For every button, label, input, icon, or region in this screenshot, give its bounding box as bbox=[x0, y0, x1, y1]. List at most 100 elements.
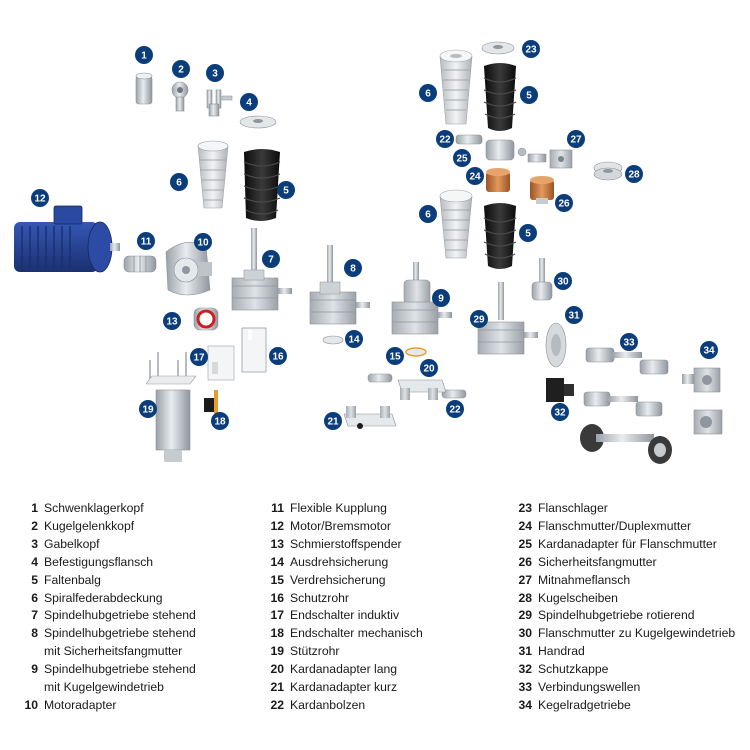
legend-number: 29 bbox=[518, 608, 532, 623]
cardan-bolt-top bbox=[455, 134, 483, 145]
callout-circle bbox=[419, 84, 437, 102]
legend-label: mit Kugelgewindetrieb bbox=[44, 680, 164, 695]
legend-label: Endschalter mechanisch bbox=[290, 626, 423, 641]
callout-badge-23: 23 bbox=[522, 40, 540, 58]
motor bbox=[14, 205, 120, 273]
legend-label: Spiralfederabdeckung bbox=[44, 590, 163, 605]
legend-label: Kardanadapter kurz bbox=[290, 680, 398, 695]
legend-label: Verdrehsicherung bbox=[290, 572, 386, 587]
callout-number: 28 bbox=[628, 170, 640, 181]
legend-number: 26 bbox=[518, 554, 532, 569]
callout-badge-30: 30 bbox=[554, 272, 572, 290]
callout-badge-29: 29 bbox=[470, 310, 488, 328]
legend-label: Handrad bbox=[538, 644, 585, 659]
legend-label: mit Sicherheitsfangmutter bbox=[44, 644, 183, 659]
callout-number: 10 bbox=[197, 238, 209, 249]
legend-label: Flanschmutter/Duplexmutter bbox=[538, 518, 692, 533]
legend-number: 30 bbox=[518, 626, 532, 641]
cardan-bolts-mid bbox=[367, 373, 467, 399]
bellows-right-top bbox=[483, 63, 517, 131]
legend-item-9-line2: mit Kugelgewindetrieb bbox=[18, 679, 258, 697]
legend-number: 19 bbox=[270, 644, 284, 659]
callout-circle bbox=[135, 46, 153, 64]
callout-circle bbox=[466, 167, 484, 185]
legend-number: 1 bbox=[31, 501, 38, 515]
legend-label: Schutzkappe bbox=[538, 662, 609, 677]
callout-circle bbox=[190, 348, 208, 366]
callout-circle bbox=[470, 310, 488, 328]
callout-number: 5 bbox=[283, 186, 289, 197]
protective-cap bbox=[546, 378, 574, 402]
callout-number: 14 bbox=[348, 335, 360, 346]
legend-label: Sicherheitsfangmutter bbox=[538, 554, 657, 569]
ball-screw-nut bbox=[531, 258, 553, 301]
callout-number: 29 bbox=[473, 315, 485, 326]
legend-label: Spindelhubgetriebe stehend bbox=[44, 626, 196, 641]
spiral-cover-right-bottom bbox=[439, 189, 473, 259]
callout-badge-5: 5 bbox=[277, 181, 295, 199]
callout-circle bbox=[551, 403, 569, 421]
legend-label: Flanschmutter zu Kugelgewindetrieb bbox=[538, 626, 736, 641]
callout-circle bbox=[554, 272, 572, 290]
callout-circle bbox=[620, 333, 638, 351]
callout-circle bbox=[324, 412, 342, 430]
connecting-shaft-3 bbox=[580, 424, 672, 464]
callout-badge-8: 8 bbox=[344, 259, 362, 277]
callout-circle bbox=[453, 149, 471, 167]
callout-number: 5 bbox=[525, 229, 531, 240]
cardan-adapter-flange-nut bbox=[485, 139, 527, 161]
callout-circle bbox=[436, 130, 454, 148]
legend-label: Schmierstoffspender bbox=[290, 536, 402, 551]
legend-label: Motoradapter bbox=[44, 697, 117, 712]
ball-joint-head bbox=[171, 81, 189, 112]
legend-item-4: 4 Befestigungsflansch bbox=[18, 554, 258, 572]
callout-number: 4 bbox=[246, 98, 252, 109]
callout-circle bbox=[170, 173, 188, 191]
legend-label: Ausdrehsicherung bbox=[290, 554, 389, 569]
legend-label: Spindelhubgetriebe rotierend bbox=[538, 608, 695, 623]
screw-jack-8 bbox=[309, 245, 370, 325]
callout-badge-9: 9 bbox=[432, 289, 450, 307]
callout-circle bbox=[262, 250, 280, 268]
callout-badge-25: 25 bbox=[453, 149, 471, 167]
callout-number: 22 bbox=[449, 405, 461, 416]
legend-number: 24 bbox=[518, 518, 532, 533]
callout-badge-26: 26 bbox=[555, 194, 573, 212]
legend-label: Mitnahmeflansch bbox=[538, 572, 631, 587]
legend-item-29: 29 Spindelhubgetriebe rotierend bbox=[512, 607, 750, 625]
legend-number: 32 bbox=[518, 662, 532, 677]
legend-label: Flanschlager bbox=[538, 501, 608, 515]
motor-adapter bbox=[165, 241, 212, 296]
legend-number: 5 bbox=[31, 572, 38, 587]
callout-number: 8 bbox=[350, 264, 356, 275]
cardan-adapter-short bbox=[343, 406, 397, 429]
legend-item-21: 21 Kardanadapter kurz bbox=[264, 679, 504, 697]
callout-circle bbox=[432, 289, 450, 307]
callout-circle bbox=[419, 205, 437, 223]
bevel-gearbox-2 bbox=[693, 409, 723, 435]
callout-badge-14: 14 bbox=[345, 330, 363, 348]
legend-number: 21 bbox=[270, 680, 284, 695]
callout-number: 31 bbox=[568, 311, 580, 322]
callout-circle bbox=[522, 40, 540, 58]
connecting-shaft-1 bbox=[585, 347, 669, 375]
legend-number: 4 bbox=[31, 554, 38, 569]
callout-badge-12: 12 bbox=[31, 189, 49, 207]
callout-badge-6: 6 bbox=[170, 173, 188, 191]
safety-nut-bronze bbox=[530, 176, 554, 204]
callout-number: 3 bbox=[212, 69, 218, 80]
legend-label: Befestigungsflansch bbox=[44, 554, 154, 569]
inductive-switch bbox=[207, 345, 235, 381]
